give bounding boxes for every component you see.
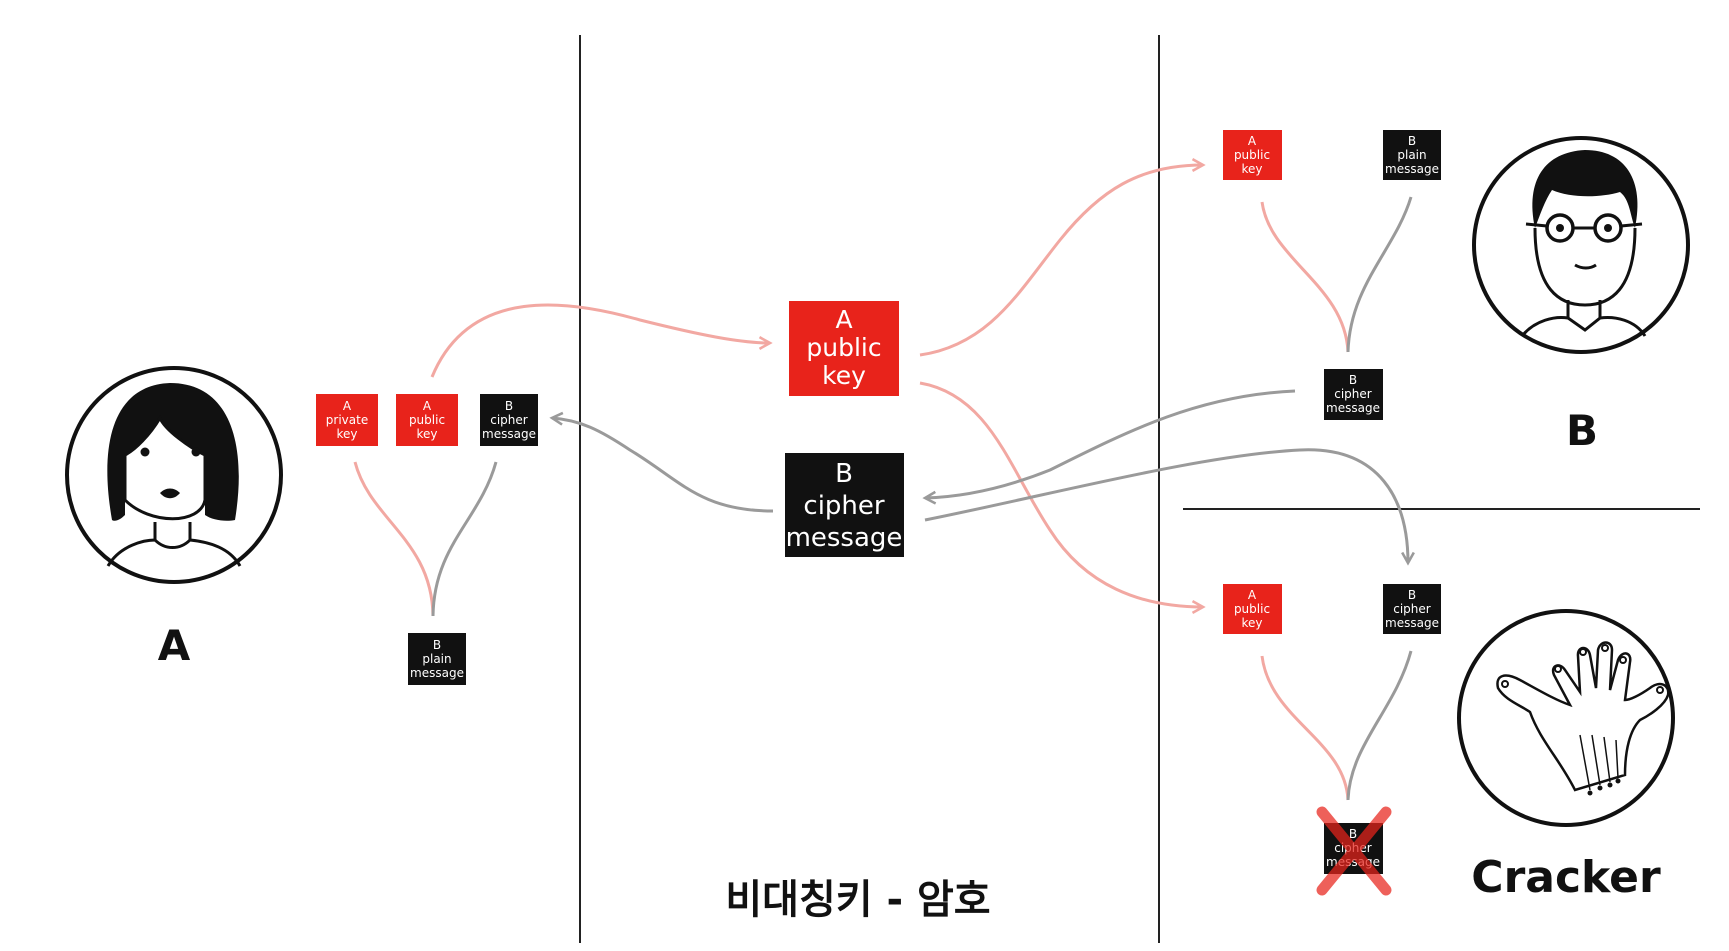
- connector-cracker-cipher-to-fail: [1346, 650, 1413, 801]
- connector-a-private-to-plain: [353, 461, 435, 617]
- connector-a-cipher-to-plain: [431, 461, 498, 617]
- failed-cross-icon: [1316, 806, 1392, 896]
- label-a: A: [158, 621, 191, 670]
- diagram-title: 비대칭키 - 암호: [725, 877, 990, 923]
- arrow-a-public-to-center: [430, 303, 770, 378]
- cyber-hand-icon: [1457, 609, 1675, 827]
- label-b: B: [1566, 406, 1598, 455]
- connector-b-plain-to-cipher: [1346, 196, 1413, 353]
- arrow-center-public-to-cracker: [919, 381, 1203, 607]
- connector-cracker-public-to-fail: [1260, 655, 1350, 801]
- man-with-glasses-avatar-icon: [1472, 136, 1690, 354]
- arrow-center-public-to-b: [919, 165, 1203, 357]
- arrow-center-cipher-to-a: [552, 418, 774, 513]
- label-cracker: Cracker: [1471, 852, 1661, 903]
- connector-b-public-to-cipher: [1260, 201, 1350, 353]
- arrow-b-cipher-to-center: [925, 389, 1296, 498]
- arrow-center-cipher-to-cracker: [924, 448, 1408, 563]
- woman-avatar-icon: [65, 366, 283, 584]
